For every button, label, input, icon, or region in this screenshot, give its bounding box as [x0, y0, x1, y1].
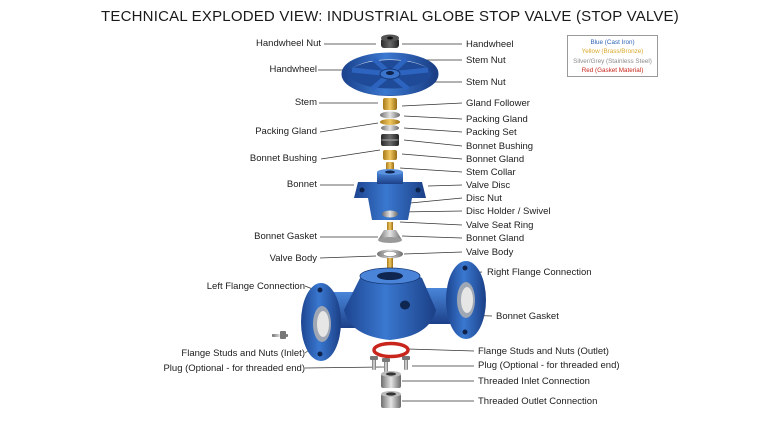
label-handwheel-nut: Handwheel Nut — [256, 38, 321, 49]
label-bonnet-bushing-right: Bonnet Bushing — [466, 141, 534, 152]
bonnet — [354, 169, 426, 220]
label-bonnet-gasket-right: Bonnet Gasket — [496, 311, 559, 322]
legend-silver: Silver/Grey (Stainless Steel) — [573, 57, 652, 65]
label-handwheel-right: Handwheel — [466, 39, 514, 50]
label-disc-nut: Disc Nut — [466, 193, 502, 204]
label-handwheel-left: Handwheel — [269, 64, 317, 75]
threaded-connections — [381, 371, 401, 408]
label-bonnet-gasket-left: Bonnet Gasket — [254, 231, 317, 242]
label-threaded-outlet: Threaded Outlet Connection — [478, 396, 598, 407]
legend-red: Red (Gasket Material) — [581, 67, 644, 75]
stem-parts — [380, 98, 400, 172]
label-packing-gland-right: Packing Gland — [466, 114, 528, 125]
label-studs-outlet: Flange Studs and Nuts (Outlet) — [478, 346, 609, 357]
handwheel-nut — [381, 34, 399, 48]
label-bonnet-bushing-left: Bonnet Bushing — [249, 153, 317, 164]
label-valve-disc: Valve Disc — [466, 180, 511, 191]
label-plug-right: Plug (Optional - for threaded end) — [478, 360, 620, 371]
label-valve-seat-ring: Valve Seat Ring — [466, 220, 534, 231]
label-stem-nut-2: Stem Nut — [466, 77, 506, 88]
valve-body — [332, 267, 452, 340]
label-disc-holder: Disc Holder / Swivel — [466, 206, 551, 217]
label-stem-nut-1: Stem Nut — [466, 55, 506, 66]
disc-parts — [377, 210, 403, 270]
left-flange — [301, 283, 341, 361]
right-flange — [446, 261, 486, 339]
label-left-flange: Left Flange Connection — [206, 281, 305, 292]
label-valve-body-left: Valve Body — [269, 253, 317, 264]
label-bonnet-gland-1: Bonnet Gland — [466, 154, 525, 165]
label-plug-left: Plug (Optional - for threaded end) — [163, 363, 305, 374]
handwheel — [341, 52, 439, 96]
label-gland-follower: Gland Follower — [466, 98, 530, 109]
gasket-ring — [372, 341, 410, 359]
label-packing-set: Packing Set — [466, 127, 517, 138]
label-studs-inlet: Flange Studs and Nuts (Inlet) — [181, 348, 305, 359]
label-stem-collar: Stem Collar — [466, 167, 516, 178]
diagram-title: TECHNICAL EXPLODED VIEW: INDUSTRIAL GLOB… — [101, 8, 679, 25]
bolts — [272, 331, 410, 372]
label-right-flange: Right Flange Connection — [487, 267, 592, 278]
material-legend: Blue (Cast Iron) Yellow (Brass/Bronze) S… — [567, 35, 658, 77]
label-bonnet-gland-2: Bonnet Gland — [466, 233, 525, 244]
label-threaded-inlet: Threaded Inlet Connection — [478, 376, 590, 387]
label-packing-gland-left: Packing Gland — [255, 126, 317, 137]
label-valve-body-right: Valve Body — [466, 247, 514, 258]
legend-yellow: Yellow (Brass/Bronze) — [581, 48, 644, 56]
legend-blue: Blue (Cast Iron) — [590, 39, 635, 46]
label-bonnet: Bonnet — [286, 179, 317, 190]
label-stem: Stem — [294, 97, 317, 108]
